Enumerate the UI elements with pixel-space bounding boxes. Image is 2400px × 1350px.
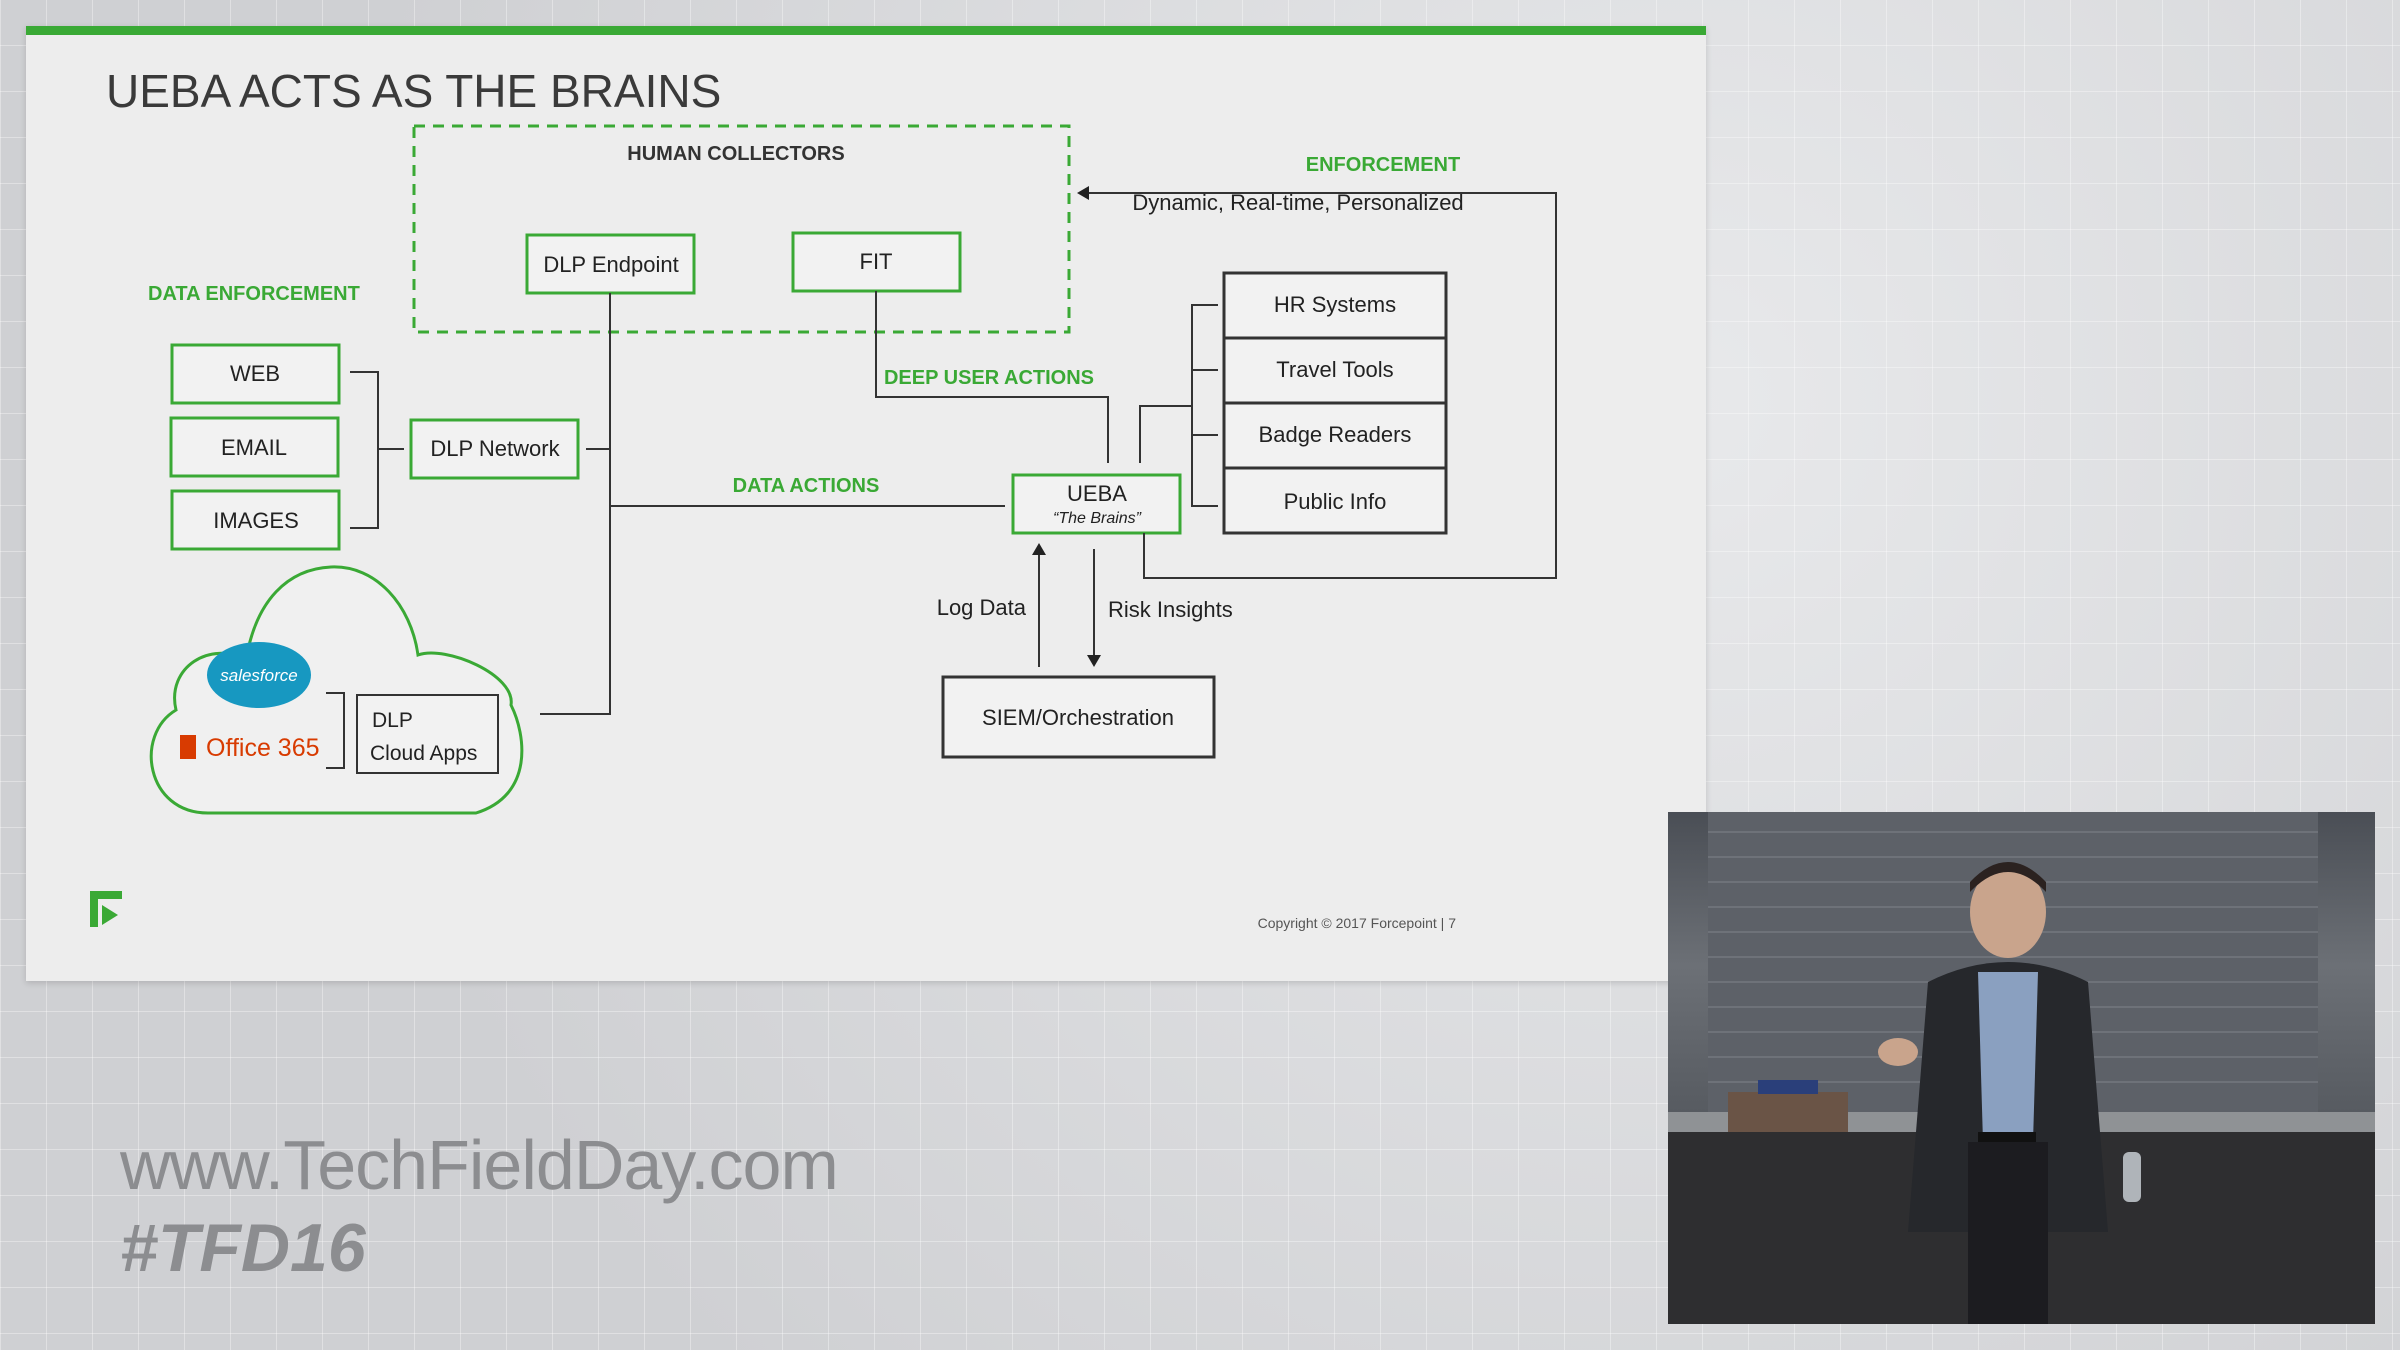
images-label: IMAGES [213,508,299,533]
badge-readers-label: Badge Readers [1259,422,1412,447]
fit-label: FIT [860,249,893,274]
hr-systems-box [1222,271,1448,340]
ueba-box [1011,473,1182,535]
enforcement-subtext: Dynamic, Real-time, Personalized [1132,190,1463,215]
web-label: WEB [230,361,280,386]
ueba-label: UEBA [1067,481,1127,506]
speaker-video-feed [1668,812,2375,1324]
deep-user-actions-label: DEEP USER ACTIONS [884,367,1094,389]
email-label: EMAIL [221,435,287,460]
log-data-arrowhead [1032,543,1046,555]
data-enforcement-connector [350,371,404,529]
office365-label: Office 365 [206,734,320,762]
images-box [170,489,341,551]
dlp-network-box [409,418,580,480]
email-box [169,416,340,478]
salesforce-label: salesforce [220,666,297,685]
enforcement-arrowhead [1077,186,1089,200]
salesforce-logo-icon [207,642,311,708]
enforcement-heading: ENFORCEMENT [1306,154,1460,176]
siem-label: SIEM/Orchestration [982,705,1174,730]
slide-title: UEBA ACTS AS THE BRAINS [106,65,721,117]
copyright-text: Copyright © 2017 Forcepoint | 7 [1258,915,1457,931]
cloud-apps-cloud [149,565,524,815]
dlp-endpoint-label: DLP Endpoint [543,252,678,277]
fit-box [791,231,962,293]
enforcement-loop-line [1079,192,1557,579]
public-info-box [1222,466,1448,535]
dlp-cloud-apps-line1: DLP [372,709,413,732]
office365-logo-icon [180,735,196,759]
travel-tools-label: Travel Tools [1276,357,1393,382]
collector-trunk-line [540,293,611,715]
public-info-label: Public Info [1284,489,1387,514]
architecture-diagram: UEBA ACTS AS THE BRAINS HUMAN COLLECTORS… [90,65,1557,931]
data-actions-label: DATA ACTIONS [733,475,880,497]
log-data-label: Log Data [937,595,1027,620]
event-hashtag: #TFD16 [120,1210,366,1286]
siem-box [941,675,1216,759]
tech-field-day-watermark: www.TechFieldDay.com #TFD16 [120,1125,839,1287]
data-enforcement-heading: DATA ENFORCEMENT [148,283,360,305]
hr-systems-label: HR Systems [1274,292,1396,317]
dlp-cloud-apps-box [356,694,499,774]
speaker-video-frame [1668,812,2375,1324]
forcepoint-logo-icon [90,891,122,927]
website-url[interactable]: www.TechFieldDay.com [120,1126,839,1204]
risk-insights-arrowhead [1087,655,1101,667]
risk-insights-label: Risk Insights [1108,597,1233,622]
web-box [170,343,341,405]
deep-user-actions-line [875,291,1109,463]
cloud-apps-connector [326,692,345,769]
dlp-network-label: DLP Network [430,436,560,461]
ueba-sublabel: “The Brains” [1053,510,1142,527]
context-sources-connector [1139,304,1218,507]
badge-readers-box [1222,401,1448,470]
human-collectors-heading: HUMAN COLLECTORS [627,143,844,165]
human-collectors-group [412,124,1071,334]
presentation-slide: UEBA ACTS AS THE BRAINS HUMAN COLLECTORS… [26,26,1706,981]
dlp-cloud-apps-line2: Cloud Apps [370,742,477,765]
travel-tools-box [1222,336,1448,405]
